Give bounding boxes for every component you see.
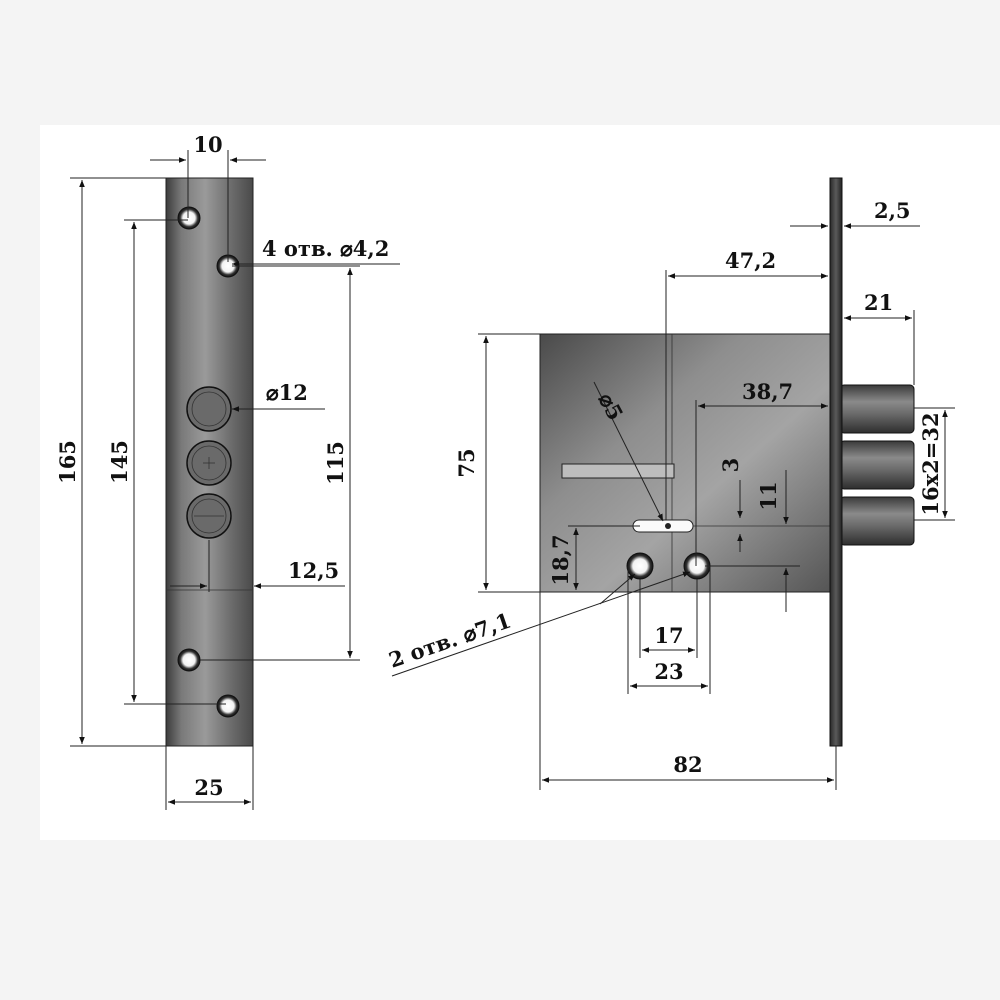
dim-cylinder-offset: 12,5 bbox=[170, 540, 345, 592]
dim-faceplate-thickness: 2,5 bbox=[790, 198, 920, 229]
dim-bolt-throw: 21 bbox=[844, 290, 915, 385]
dim-bottom-height: 18,7 bbox=[548, 525, 640, 590]
bolt-1 bbox=[839, 384, 915, 434]
dim-hole-offset: 10 bbox=[150, 132, 266, 262]
svg-text:165: 165 bbox=[55, 440, 80, 484]
svg-text:82: 82 bbox=[673, 752, 702, 777]
svg-text:3: 3 bbox=[718, 458, 743, 473]
svg-text:75: 75 bbox=[454, 448, 479, 477]
dim-bolt-pitch: 16x2=32 bbox=[914, 407, 955, 521]
case-hole-1 bbox=[626, 552, 654, 580]
bolt-3 bbox=[839, 496, 915, 546]
dim-case-height: 75 bbox=[454, 333, 540, 593]
svg-text:12,5: 12,5 bbox=[288, 558, 339, 583]
dim-gap-11: 11 bbox=[705, 470, 800, 612]
case-slot bbox=[561, 463, 675, 479]
dim-hole-span: 145 bbox=[107, 219, 226, 705]
spindle-slot bbox=[632, 519, 694, 533]
dim-width: 25 bbox=[165, 746, 254, 810]
bolt-2 bbox=[839, 440, 915, 490]
dim-backset: 47,2 bbox=[665, 248, 828, 520]
screw-hole-1 bbox=[177, 206, 201, 230]
dim-overall-height: 165 bbox=[55, 177, 166, 747]
svg-text:38,7: 38,7 bbox=[742, 379, 793, 404]
dim-mount-holes: 2 отв. ⌀7,1 bbox=[385, 571, 691, 677]
side-faceplate bbox=[829, 177, 843, 747]
dim-screw-callout: 4 отв. ⌀4,2 bbox=[232, 236, 400, 267]
bolt-hole-2 bbox=[186, 440, 232, 486]
screw-hole-4 bbox=[216, 694, 240, 718]
dim-case-depth: 82 bbox=[539, 592, 837, 790]
dim-inner-span: 115 bbox=[200, 265, 360, 661]
svg-text:2,5: 2,5 bbox=[874, 198, 911, 223]
svg-text:115: 115 bbox=[323, 441, 348, 485]
dim-gap-3: 3 bbox=[718, 458, 743, 552]
lock-case bbox=[539, 333, 831, 593]
svg-text:10: 10 bbox=[193, 132, 222, 157]
dim-hole-span-17: 17 bbox=[639, 579, 698, 658]
side-view: 2,5 47,2 21 38,7 bbox=[385, 177, 955, 790]
front-view: 10 165 145 25 bbox=[55, 132, 400, 810]
svg-text:145: 145 bbox=[107, 440, 132, 484]
svg-text:23: 23 bbox=[654, 659, 683, 684]
svg-text:4 отв. ⌀4,2: 4 отв. ⌀4,2 bbox=[262, 236, 389, 261]
svg-text:16x2=32: 16x2=32 bbox=[918, 412, 943, 515]
svg-text:11: 11 bbox=[756, 481, 781, 510]
svg-text:17: 17 bbox=[654, 623, 683, 648]
bolt-hole-1 bbox=[186, 386, 232, 432]
svg-text:25: 25 bbox=[194, 775, 223, 800]
dim-cylinder-axis: 38,7 bbox=[695, 379, 828, 566]
dim-cylinder-hole: ⌀12 bbox=[232, 380, 325, 412]
svg-text:18,7: 18,7 bbox=[548, 534, 573, 585]
bolt-hole-3 bbox=[186, 493, 232, 539]
svg-text:47,2: 47,2 bbox=[725, 248, 776, 273]
svg-text:⌀12: ⌀12 bbox=[266, 380, 308, 405]
screw-hole-3 bbox=[177, 648, 201, 672]
dim-hole-span-23: 23 bbox=[627, 566, 711, 694]
svg-text:21: 21 bbox=[864, 290, 893, 315]
